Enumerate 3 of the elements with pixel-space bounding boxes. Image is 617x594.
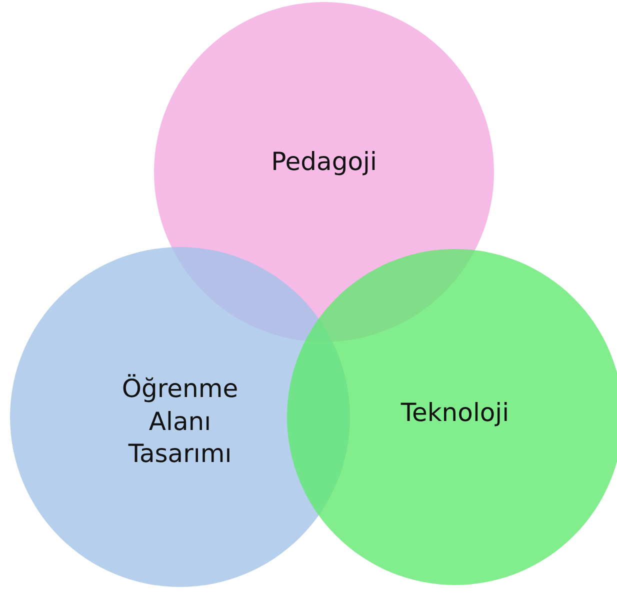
circle-label: Öğrenme Alanı Tasarımı [120,373,240,470]
circle-label: Pedagoji [271,146,377,178]
circle-label: Teknoloji [400,396,510,429]
